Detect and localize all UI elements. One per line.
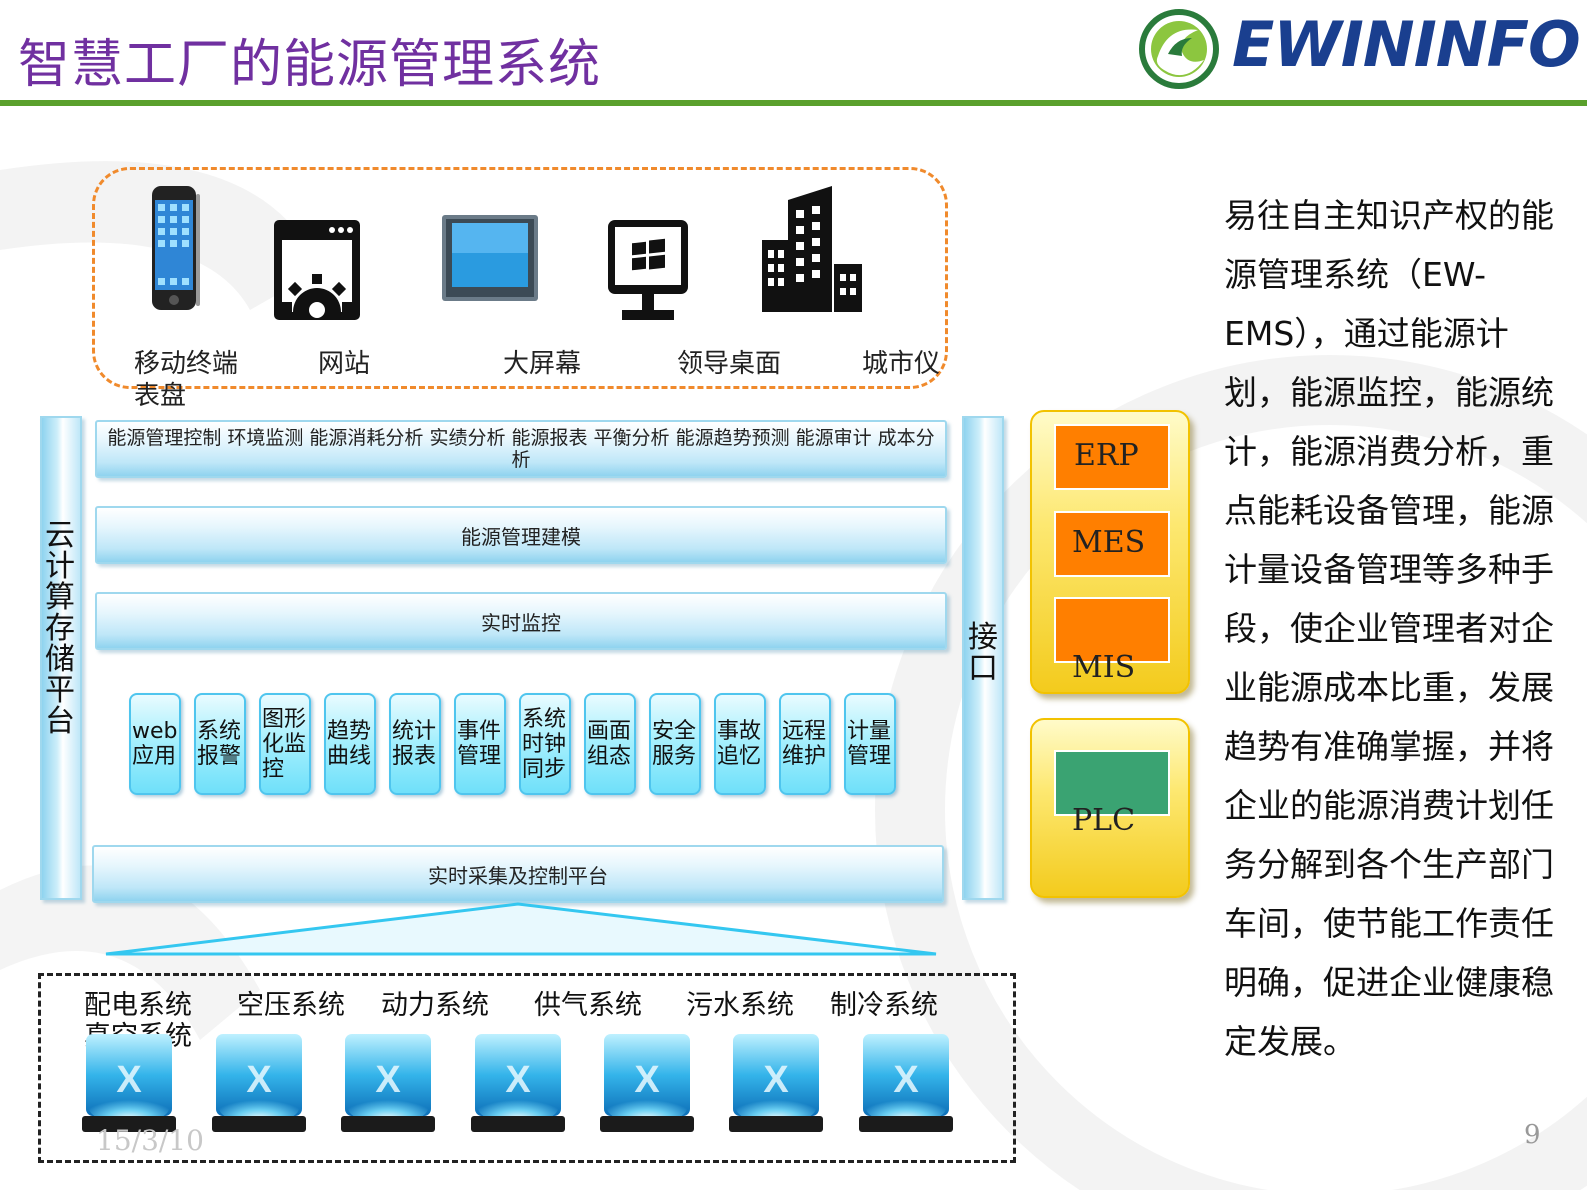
- module-web-app: web应用: [129, 693, 181, 795]
- cloud-storage-platform-bar: [40, 416, 82, 900]
- erp-box: [1054, 424, 1170, 490]
- energy-modeling-label: 能源管理建模: [461, 524, 581, 549]
- svg-text:X: X: [116, 1059, 142, 1101]
- cloud-storage-platform-label: 云计算存储平台: [45, 518, 75, 739]
- page-number: 9: [1524, 1120, 1541, 1150]
- system-label-power-distribution: 配电系统: [84, 990, 192, 1021]
- module-screen-config: 画面组态: [584, 693, 636, 795]
- client-devices-group: [92, 167, 948, 389]
- energy-functions-bar: 能源管理控制 环境监测 能源消耗分析 实绩分析 能源报表 平衡分析 能源趋势预测…: [95, 420, 947, 478]
- device-label-website: 网站: [318, 349, 371, 379]
- module-metering-management: 计量管理: [844, 693, 896, 795]
- acquisition-control-platform-bar: 实时采集及控制平台: [92, 845, 944, 903]
- description-paragraph: 易往自主知识产权的能源管理系统（EW-EMS），通过能源计划，能源监控，能源统计…: [1224, 196, 1554, 1061]
- svg-text:X: X: [246, 1059, 272, 1101]
- device-label-big-screen: 大屏幕: [503, 349, 582, 379]
- monitor-screen-icon: [442, 215, 538, 301]
- module-system-alarm: 系统报警: [194, 693, 246, 795]
- svg-text:X: X: [763, 1059, 789, 1101]
- module-security-service: 安全服务: [649, 693, 701, 795]
- module-event-management: 事件管理: [454, 693, 506, 795]
- system-device-cube-icon: X: [212, 1034, 306, 1132]
- module-clock-sync: 系统时钟同步: [519, 693, 571, 795]
- acquisition-control-platform-label: 实时采集及控制平台: [428, 863, 608, 888]
- system-label-gas-supply: 供气系统: [534, 990, 642, 1021]
- header-rule: [0, 100, 1587, 106]
- realtime-monitoring-label: 实时监控: [481, 610, 561, 635]
- platform-to-systems-connector: [105, 902, 937, 956]
- system-label-power: 动力系统: [381, 990, 489, 1021]
- mis-box: [1054, 597, 1170, 663]
- mes-label: MES: [1072, 525, 1146, 560]
- realtime-monitoring-bar: 实时监控: [95, 592, 947, 650]
- svg-text:X: X: [893, 1059, 919, 1101]
- mis-label: MIS: [1072, 650, 1136, 685]
- system-label-refrigeration: 制冷系统: [830, 990, 938, 1021]
- device-label-city-meter: 城市仪: [862, 349, 941, 379]
- interface-bar: [962, 416, 1004, 900]
- smartphone-icon: [152, 186, 200, 310]
- system-device-cube-icon: X: [82, 1034, 176, 1132]
- ewininfo-logo-icon: [1139, 9, 1219, 89]
- module-statistics-report: 统计报表: [389, 693, 441, 795]
- module-trend-curve: 趋势曲线: [324, 693, 376, 795]
- slide-date: 15/3/10: [96, 1124, 204, 1157]
- module-remote-maintenance: 远程维护: [779, 693, 831, 795]
- module-graphic-monitoring: 图形化监控: [259, 693, 311, 795]
- energy-functions-label: 能源管理控制 环境监测 能源消耗分析 实绩分析 能源报表 平衡分析 能源趋势预测…: [107, 427, 935, 471]
- system-device-cube-icon: X: [471, 1034, 565, 1132]
- svg-text:X: X: [505, 1059, 531, 1101]
- device-label-dashboard: 表盘: [134, 381, 187, 411]
- svg-text:X: X: [375, 1059, 401, 1101]
- plc-label: PLC: [1072, 803, 1136, 838]
- website-gear-icon: [274, 220, 360, 320]
- system-device-cube-icon: X: [600, 1034, 694, 1132]
- energy-modeling-bar: 能源管理建模: [95, 506, 947, 564]
- plc-box: [1054, 750, 1170, 816]
- windows-desktop-icon: [608, 220, 688, 320]
- system-label-sewage: 污水系统: [686, 990, 794, 1021]
- page-title: 智慧工厂的能源管理系统: [18, 35, 602, 95]
- city-buildings-icon: [762, 186, 862, 312]
- system-device-cube-icon: X: [859, 1034, 953, 1132]
- interface-label: 接口: [968, 620, 998, 686]
- system-device-cube-icon: X: [729, 1034, 823, 1132]
- system-device-cube-icon: X: [341, 1034, 435, 1132]
- device-label-mobile: 移动终端: [134, 349, 239, 379]
- mes-box: [1054, 511, 1170, 577]
- system-label-air-compressor: 空压系统: [237, 990, 345, 1021]
- svg-text:X: X: [634, 1059, 660, 1101]
- erp-label: ERP: [1074, 438, 1139, 473]
- device-label-leader-desktop: 领导桌面: [677, 349, 782, 379]
- module-accident-recall: 事故追忆: [714, 693, 766, 795]
- field-systems-group: [38, 973, 1016, 1163]
- ewininfo-logo-text: EWININFO: [1232, 8, 1581, 81]
